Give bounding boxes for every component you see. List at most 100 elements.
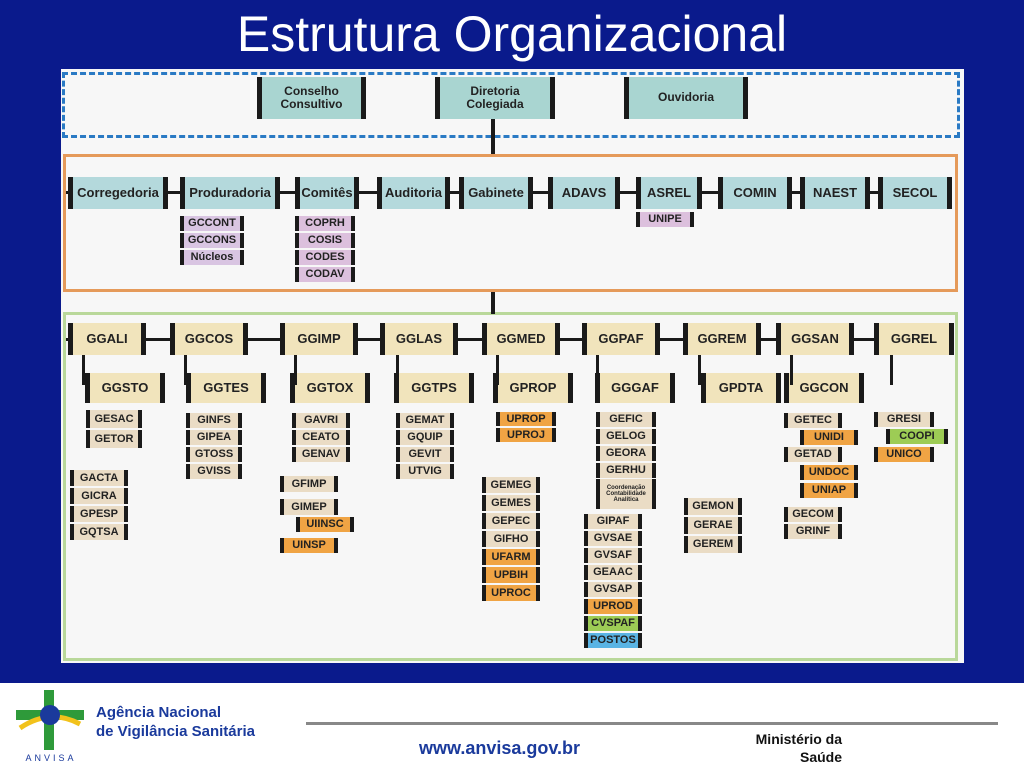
org-box-ggtox: GGTOX — [290, 373, 370, 403]
unit-núcleos: Núcleos — [180, 250, 244, 265]
unit-gifho: GIFHO — [482, 531, 540, 547]
org-box-comits: Comitês — [295, 177, 359, 209]
unit-gelog: GELOG — [596, 429, 656, 444]
unit-gvsap: GVSAP — [584, 582, 642, 597]
connector — [396, 355, 399, 385]
org-box-ggtes: GGTES — [186, 373, 266, 403]
unit-codav: CODAV — [295, 267, 355, 282]
unit-undoc: UNDOC — [800, 465, 858, 480]
unit-gavri: GAVRI — [292, 413, 350, 428]
anvisa-logo: ANVISA — [16, 690, 84, 763]
org-box-naest: NAEST — [800, 177, 870, 209]
top-level-frame — [62, 72, 960, 138]
unit-grinf: GRINF — [784, 524, 842, 539]
unit-utvig: UTVIG — [396, 464, 454, 479]
slide-title: Estrutura Organizacional — [236, 6, 788, 62]
agency-name: Agência Nacional de Vigilância Sanitária — [96, 703, 255, 741]
org-box-gpdta: GPDTA — [701, 373, 781, 403]
org-box-ggali: GGALI — [68, 323, 146, 355]
unit-gccons: GCCONS — [180, 233, 244, 248]
org-box-gglas: GGLAS — [380, 323, 458, 355]
connector — [294, 355, 297, 385]
footer-divider — [306, 722, 998, 725]
unit-upbih: UPBIH — [482, 567, 540, 583]
unit-gqtsa: GQTSA — [70, 524, 128, 540]
org-box-ggcon: GGCON — [784, 373, 864, 403]
org-box-ggimp: GGIMP — [280, 323, 358, 355]
unit-coprh: COPRH — [295, 216, 355, 231]
agency-line-1: Agência Nacional — [96, 704, 222, 721]
org-box-ggrem: GGREM — [683, 323, 761, 355]
unit-gemat: GEMAT — [396, 413, 454, 428]
unit-ufarm: UFARM — [482, 549, 540, 565]
unit-gvsaf: GVSAF — [584, 548, 642, 563]
org-box-comin: COMIN — [718, 177, 792, 209]
unit-cvspaf: CVSPAF — [584, 616, 642, 631]
unit-getec: GETEC — [784, 413, 842, 428]
unit-gvsae: GVSAE — [584, 531, 642, 546]
unit-genav: GENAV — [292, 447, 350, 462]
unit-geora: GEORA — [596, 446, 656, 461]
unit-uproj: UPROJ — [496, 428, 556, 442]
connector — [890, 355, 893, 385]
org-box-ouvidoria: Ouvidoria — [624, 77, 748, 119]
unit-uinsp: UINSP — [280, 538, 338, 553]
unit-gemes: GEMES — [482, 495, 540, 511]
agency-line-2: de Vigilância Sanitária — [96, 723, 255, 740]
unit-uprod: UPROD — [584, 599, 642, 614]
org-box-corregedoria: Corregedoria — [68, 177, 168, 209]
org-box-conselho-consultivo: Conselho Consultivo — [257, 77, 366, 119]
org-box-ggtps: GGTPS — [394, 373, 474, 403]
unit-gipea: GIPEA — [186, 430, 242, 445]
org-box-gggaf: GGGAF — [595, 373, 675, 403]
unit-unico: UNICO — [874, 447, 934, 462]
unit-gacta: GACTA — [70, 470, 128, 486]
connector — [790, 355, 793, 385]
connector — [82, 355, 85, 385]
org-box-ggsan: GGSAN — [776, 323, 854, 355]
website-link[interactable]: www.anvisa.gov.br — [419, 738, 581, 758]
unit-cosis: COSIS — [295, 233, 355, 248]
second-level-frame — [63, 154, 958, 292]
org-box-ggsto: GGSTO — [85, 373, 165, 403]
org-box-diretoria-colegiada: Diretoria Colegiada — [435, 77, 555, 119]
org-box-ggmed: GGMED — [482, 323, 560, 355]
unit-gevit: GEVIT — [396, 447, 454, 462]
unit-unidi: UNIDI — [800, 430, 858, 445]
unit-gemeg: GEMEG — [482, 477, 540, 493]
unit-unipe: UNIPE — [636, 212, 694, 227]
logo-text: ANVISA — [25, 753, 76, 763]
unit-ceato: CEATO — [292, 430, 350, 445]
unit-gipaf: GIPAF — [584, 514, 642, 529]
unit-gerae: GERAE — [684, 517, 742, 534]
unit-ginfs: GINFS — [186, 413, 242, 428]
unit-gecom: GECOM — [784, 507, 842, 522]
org-box-ggrel: GGREL — [874, 323, 954, 355]
connector — [184, 355, 187, 385]
unit-uiinsc: UIINSC — [296, 517, 354, 532]
unit-coordenacao: Coordenação Contabilidade Analítica — [596, 479, 656, 509]
unit-gpesp: GPESP — [70, 506, 128, 522]
org-box-auditoria: Auditoria — [377, 177, 450, 209]
connector — [596, 355, 599, 385]
org-box-gprop: GPROP — [493, 373, 573, 403]
unit-postos: POSTOS — [584, 633, 642, 648]
unit-gerem: GEREM — [684, 536, 742, 553]
connector — [491, 292, 495, 314]
footer — [0, 683, 1024, 768]
unit-getad: GETAD — [784, 447, 842, 462]
unit-gemon: GEMON — [684, 498, 742, 515]
unit-getor: GETOR — [86, 430, 142, 448]
unit-geaac: GEAAC — [584, 565, 642, 580]
unit-coopi: COOPI — [886, 429, 948, 444]
unit-codes: CODES — [295, 250, 355, 265]
unit-gccont: GCCONT — [180, 216, 244, 231]
unit-uproc: UPROC — [482, 585, 540, 601]
org-box-gabinete: Gabinete — [459, 177, 533, 209]
org-box-ggpaf: GGPAF — [582, 323, 660, 355]
connector — [491, 118, 495, 154]
unit-gepec: GEPEC — [482, 513, 540, 529]
unit-gefic: GEFIC — [596, 412, 656, 427]
unit-gfimp: GFIMP — [280, 476, 338, 492]
